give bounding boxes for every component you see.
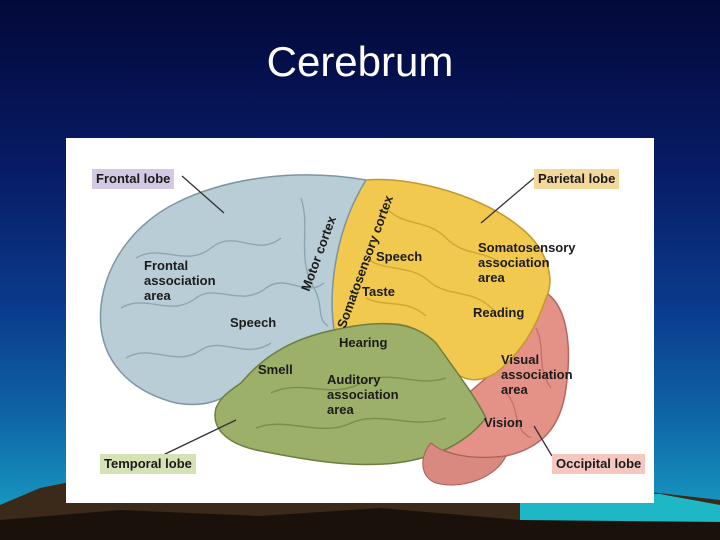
reading-label: Reading: [473, 305, 525, 320]
auditory-association-area-label: Auditory association area: [327, 372, 399, 417]
brain-illustration: [99, 174, 570, 486]
cerebellum-shape: [422, 442, 507, 486]
speech-frontal-label: Speech: [230, 315, 277, 330]
temporal-lobe-label: Temporal lobe: [100, 454, 196, 474]
hearing-label: Hearing: [339, 335, 388, 350]
slide-title: Cerebrum: [266, 38, 454, 85]
parietal-lobe-label: Parietal lobe: [534, 169, 620, 189]
somatosensory-association-area-label: Somatosensory association area: [478, 240, 576, 285]
visual-association-area-label: Visual association area: [501, 352, 573, 397]
vision-label: Vision: [484, 415, 523, 430]
occipital-lobe-label: Occipital lobe: [552, 454, 646, 474]
frontal-association-area-label: Frontal association area: [144, 258, 216, 303]
brain-diagram: Frontal lobe Parietal lobe Temporal lobe…: [66, 138, 654, 503]
speech-parietal-label: Speech: [376, 249, 423, 264]
frontal-lobe-label: Frontal lobe: [92, 169, 175, 189]
taste-label: Taste: [362, 284, 395, 299]
smell-label: Smell: [258, 362, 293, 377]
